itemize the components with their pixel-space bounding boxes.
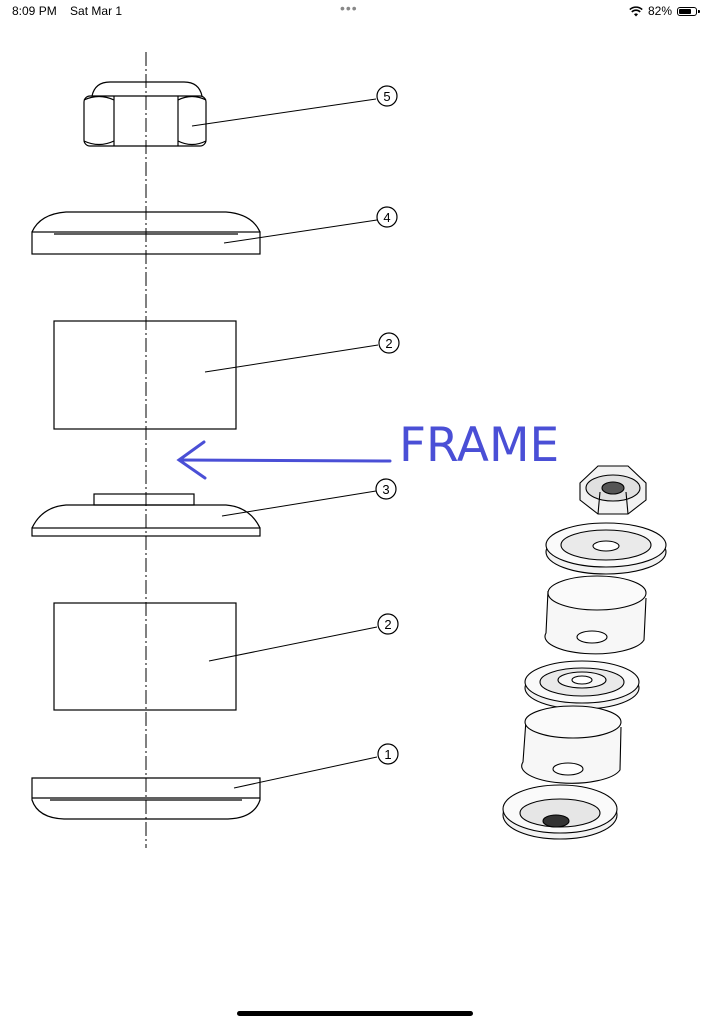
callout-4-balloon xyxy=(376,206,398,228)
isometric-view xyxy=(502,465,667,840)
callout-1-balloon xyxy=(377,743,399,765)
battery-icon xyxy=(677,6,700,16)
callout-2a-label: 2 xyxy=(385,336,392,351)
callout-1-label: 1 xyxy=(384,747,391,762)
iso-washer-middle xyxy=(524,660,640,710)
iso-washer-bottom xyxy=(502,784,618,840)
battery-fill xyxy=(679,8,692,14)
status-bar: 8:09 PM Sat Mar 1 ••• 82% xyxy=(0,0,711,22)
callout-2a-balloon xyxy=(378,332,400,354)
frame-annotation: FRAME xyxy=(399,418,560,473)
callout-2b-balloon xyxy=(377,613,399,635)
iso-nut xyxy=(579,465,647,515)
part-2-upper-bushing xyxy=(53,320,237,430)
callout-5-balloon xyxy=(376,85,398,107)
part-1-washer xyxy=(31,777,261,820)
status-time-date: 8:09 PM Sat Mar 1 xyxy=(12,4,132,18)
status-indicators: 82% xyxy=(629,4,700,18)
battery-percent: 82% xyxy=(647,4,672,18)
wifi-icon xyxy=(629,5,643,16)
frame-arrow xyxy=(176,440,392,480)
callout-4-label: 4 xyxy=(383,210,390,225)
part-3-washer xyxy=(31,493,261,537)
iso-washer-top xyxy=(545,522,667,575)
status-date: Sat Mar 1 xyxy=(70,4,123,18)
callout-2b-label: 2 xyxy=(384,617,391,632)
status-time: 8:09 PM xyxy=(12,4,57,18)
iso-bushing-upper xyxy=(544,575,647,655)
part-5-hex-nut xyxy=(83,81,207,147)
part-4-washer xyxy=(31,211,261,255)
home-indicator[interactable] xyxy=(237,1011,473,1016)
callout-3-label: 3 xyxy=(382,482,389,497)
iso-bushing-lower xyxy=(521,705,622,784)
part-2-lower-bushing xyxy=(53,602,237,711)
callout-5-label: 5 xyxy=(383,89,390,104)
callout-3-balloon xyxy=(375,478,397,500)
multitasking-dots[interactable]: ••• xyxy=(340,0,358,16)
